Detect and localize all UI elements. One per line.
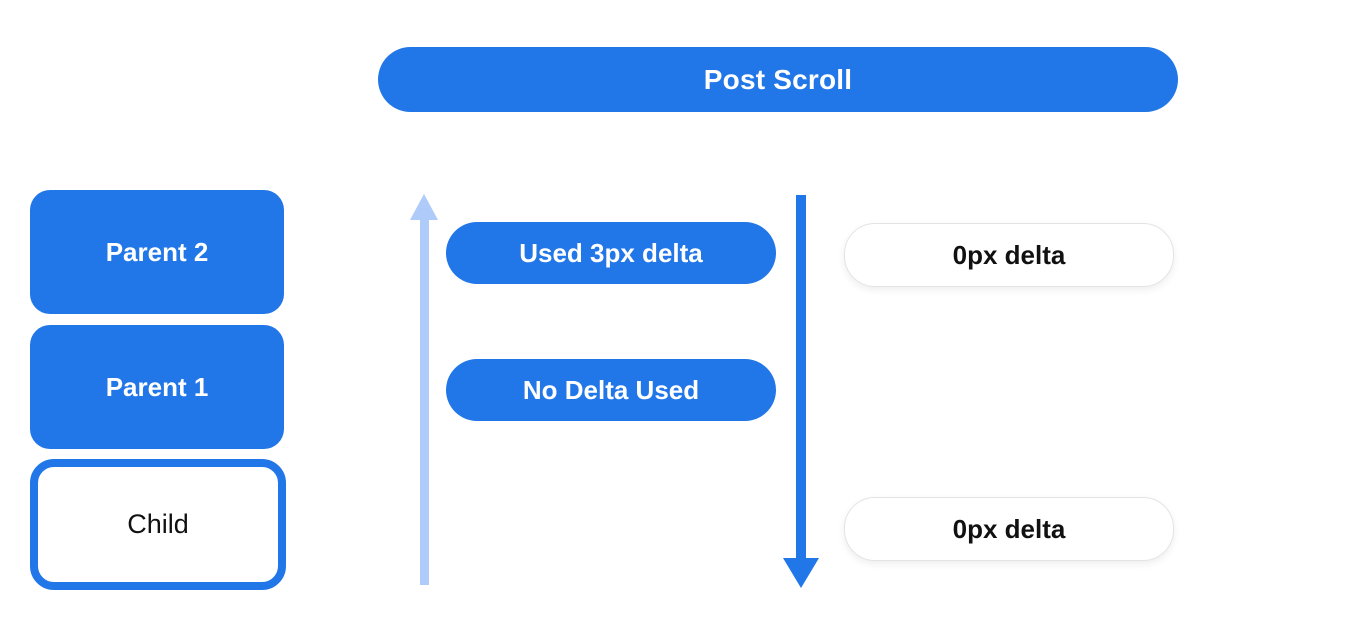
zero-delta-top-pill: 0px delta — [844, 223, 1174, 287]
no-delta-used-pill: No Delta Used — [446, 359, 776, 421]
post-scroll-header: Post Scroll — [378, 47, 1178, 112]
scroll-down-arrowhead-icon — [783, 558, 819, 588]
zero-delta-top-label: 0px delta — [952, 239, 1066, 270]
scroll-up-arrow-icon — [410, 194, 438, 585]
post-scroll-label: Post Scroll — [703, 63, 853, 95]
parent-1-box: Parent 1 — [30, 325, 284, 449]
scroll-up-arrow-shaft — [419, 220, 429, 585]
parent-1-label: Parent 1 — [105, 371, 209, 402]
child-label: Child — [127, 509, 189, 539]
child-box: Child — [30, 459, 286, 590]
scroll-down-arrow-shaft — [796, 195, 806, 558]
parent-2-box: Parent 2 — [30, 190, 284, 314]
used-3px-delta-pill: Used 3px delta — [446, 222, 776, 284]
zero-delta-bottom-label: 0px delta — [952, 513, 1066, 544]
used-3px-delta-label: Used 3px delta — [519, 237, 703, 268]
scroll-down-arrow-icon — [783, 195, 819, 588]
parent-2-label: Parent 2 — [105, 236, 209, 267]
scroll-up-arrowhead-icon — [410, 194, 438, 220]
no-delta-used-label: No Delta Used — [522, 374, 700, 405]
zero-delta-bottom-pill: 0px delta — [844, 497, 1174, 561]
